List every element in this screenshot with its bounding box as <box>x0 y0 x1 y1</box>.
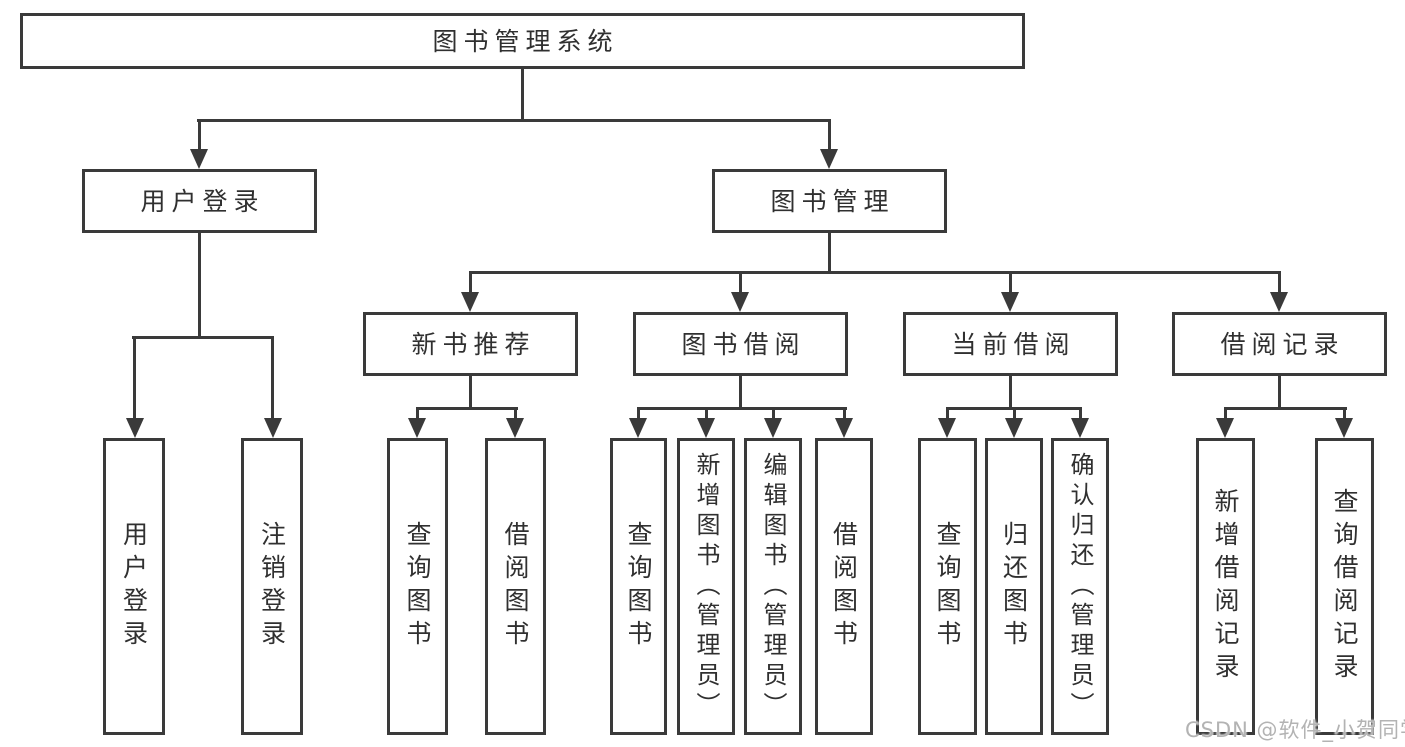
leaf-logout: 注销登录 <box>241 438 303 735</box>
leaf-query-book-borrow: 查询图书 <box>610 438 667 735</box>
connector-user-login-drop-2 <box>271 336 274 418</box>
arrowhead-icon <box>1335 418 1353 438</box>
connector-user-login-stem <box>198 233 201 336</box>
arrowhead-icon <box>264 418 282 438</box>
connector-borrow-drop-2 <box>705 407 708 421</box>
connector-current-drop-1 <box>946 407 949 421</box>
node-borrow-records: 借阅记录 <box>1172 312 1387 376</box>
connector-current-drop-2 <box>1013 407 1016 421</box>
connector-records-drop-2 <box>1343 407 1346 421</box>
arrowhead-icon <box>697 418 715 438</box>
connector-root-stem <box>521 69 524 119</box>
leaf-user-login: 用户登录 <box>103 438 165 735</box>
connector-borrow-drop-3 <box>772 407 775 421</box>
node-new-book-recommend: 新书推荐 <box>363 312 578 376</box>
leaf-confirm-return-admin: 确认归还（管理员） <box>1051 438 1109 735</box>
leaf-query-book-current: 查询图书 <box>918 438 977 735</box>
connector-root-drop-left <box>198 119 201 151</box>
connector-borrow-stem <box>739 376 742 410</box>
connector-recommend-drop-2 <box>514 407 517 421</box>
connector-current-stem <box>1009 376 1012 410</box>
connector-borrow-drop-4 <box>843 407 846 421</box>
connector-records-stem <box>1278 376 1281 410</box>
arrowhead-icon <box>461 292 479 312</box>
leaf-return-book: 归还图书 <box>985 438 1043 735</box>
leaf-add-book-admin: 新增图书（管理员） <box>677 438 735 735</box>
node-user-login: 用户登录 <box>82 169 317 233</box>
node-book-management: 图书管理 <box>712 169 947 233</box>
connector-book-mgmt-rail <box>469 271 1281 274</box>
connector-borrow-rail <box>637 407 847 410</box>
connector-book-mgmt-drop-2 <box>739 271 742 295</box>
leaf-borrow-book-recommend: 借阅图书 <box>485 438 546 735</box>
arrowhead-icon <box>629 418 647 438</box>
arrowhead-icon <box>1270 292 1288 312</box>
arrowhead-icon <box>731 292 749 312</box>
connector-recommend-stem <box>469 376 472 410</box>
arrowhead-icon <box>506 418 524 438</box>
connector-borrow-drop-1 <box>637 407 640 421</box>
connector-user-login-drop-1 <box>133 336 136 418</box>
arrowhead-icon <box>1001 292 1019 312</box>
leaf-borrow-book: 借阅图书 <box>815 438 873 735</box>
arrowhead-icon <box>938 418 956 438</box>
node-book-borrow: 图书借阅 <box>633 312 848 376</box>
leaf-query-book-recommend: 查询图书 <box>387 438 448 735</box>
connector-book-mgmt-drop-1 <box>469 271 472 295</box>
arrowhead-icon <box>764 418 782 438</box>
node-root-library-system: 图书管理系统 <box>20 13 1025 69</box>
connector-recommend-drop-1 <box>416 407 419 421</box>
leaf-edit-book-admin: 编辑图书（管理员） <box>744 438 802 735</box>
connector-records-rail <box>1224 407 1347 410</box>
leaf-add-borrow-record: 新增借阅记录 <box>1196 438 1255 735</box>
connector-user-login-rail <box>132 336 273 339</box>
connector-root-drop-right <box>828 119 831 151</box>
node-current-borrow: 当前借阅 <box>903 312 1118 376</box>
connector-book-mgmt-stem <box>828 233 831 273</box>
arrowhead-icon <box>1071 418 1089 438</box>
arrowhead-icon <box>1216 418 1234 438</box>
connector-book-mgmt-drop-3 <box>1009 271 1012 295</box>
connector-records-drop-1 <box>1224 407 1227 421</box>
arrowhead-icon <box>1005 418 1023 438</box>
connector-current-drop-3 <box>1079 407 1082 421</box>
connector-book-mgmt-drop-4 <box>1278 271 1281 295</box>
arrowhead-icon <box>835 418 853 438</box>
arrowhead-icon <box>408 418 426 438</box>
leaf-query-borrow-record: 查询借阅记录 <box>1315 438 1374 735</box>
connector-root-rail <box>197 119 831 122</box>
arrowhead-icon <box>126 418 144 438</box>
arrowhead-icon <box>190 149 208 169</box>
connector-recommend-rail <box>416 407 518 410</box>
csdn-watermark: CSDN @软件_小贺同学 <box>1185 718 1405 742</box>
arrowhead-icon <box>820 149 838 169</box>
